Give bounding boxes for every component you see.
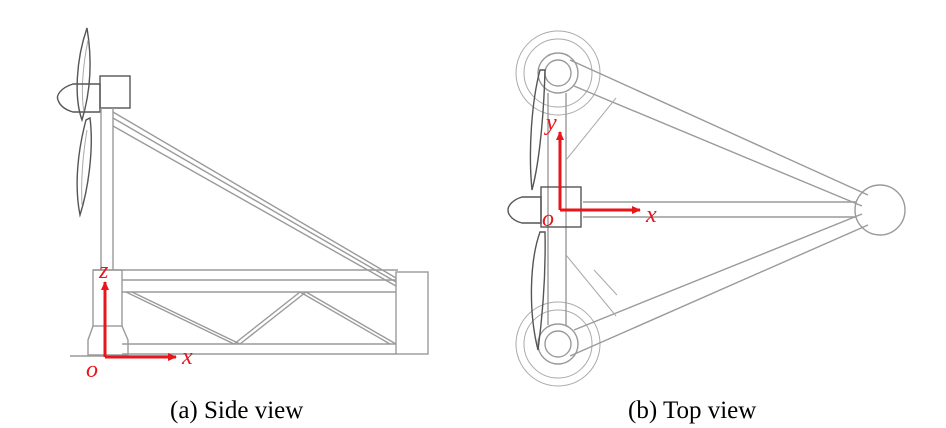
- side-view-caption: (a) Side view: [170, 397, 303, 424]
- top-view-panel: y x o (b) Top view: [507, 30, 906, 424]
- top-x-label: x: [645, 202, 657, 228]
- side-diagonal-stays: [112, 111, 397, 287]
- side-origin-label: o: [86, 357, 98, 383]
- side-turbine-blade: [76, 27, 92, 218]
- side-hub: [56, 83, 101, 113]
- side-z-label: z: [98, 258, 109, 284]
- side-view-panel: z x o (a) Side view: [56, 27, 429, 424]
- side-axes: z x o: [86, 258, 193, 383]
- top-right-column: [854, 184, 906, 236]
- side-right-column: [395, 271, 429, 355]
- top-axes: y x o: [542, 110, 657, 232]
- top-upper-column: [515, 30, 601, 116]
- side-left-column: [70, 269, 172, 357]
- side-x-label: x: [181, 344, 193, 370]
- side-tower: [100, 108, 114, 270]
- top-hub: [507, 196, 542, 224]
- top-y-label: y: [544, 110, 557, 136]
- top-turbine-blades: [529, 69, 546, 351]
- side-truss: [93, 269, 398, 355]
- side-nacelle: [99, 75, 131, 109]
- top-braces: [547, 59, 869, 357]
- top-origin-label: o: [542, 206, 554, 232]
- top-view-caption: (b) Top view: [628, 397, 756, 424]
- top-lower-column: [515, 301, 601, 387]
